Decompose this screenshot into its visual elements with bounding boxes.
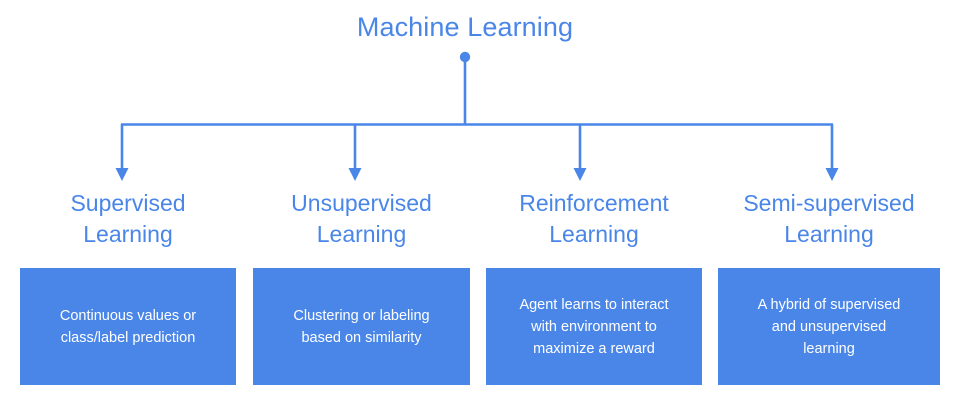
branch-heading-semi-supervised: Semi-supervised Learning xyxy=(708,188,950,250)
branch-1-arrowhead xyxy=(115,168,129,181)
branch-4-arrowhead xyxy=(825,168,839,181)
description-line-2: with environment to xyxy=(531,318,657,335)
description-line-2: and unsupervised xyxy=(771,318,887,335)
description-box-supervised: Continuous values or class/label predict… xyxy=(20,268,236,385)
description-box-unsupervised: Clustering or labeling based on similari… xyxy=(253,268,470,385)
root-node-dot xyxy=(459,51,471,63)
branch-heading-supervised: Supervised Learning xyxy=(14,188,242,250)
branch-2-arrowhead xyxy=(348,168,362,181)
description-line-2: based on similarity xyxy=(301,329,422,346)
branch-heading-line-2: Learning xyxy=(83,221,173,247)
description-line-1: Clustering or labeling xyxy=(293,307,430,324)
description-line-3: maximize a reward xyxy=(533,340,655,357)
branch-heading-line-2: Learning xyxy=(784,221,874,247)
branch-heading-line-2: Learning xyxy=(549,221,639,247)
branch-heading-line-1: Semi-supervised xyxy=(743,190,915,216)
description-line-3: learning xyxy=(803,340,855,357)
description-line-1: Agent learns to interact xyxy=(519,296,669,313)
description-line-1: Continuous values or xyxy=(59,307,197,324)
root-node-label: Machine Learning xyxy=(356,12,574,42)
branch-heading-line-1: Reinforcement xyxy=(519,190,669,216)
description-box-semi-supervised: A hybrid of supervised and unsupervised … xyxy=(718,268,940,385)
branch-heading-reinforcement: Reinforcement Learning xyxy=(480,188,708,250)
branch-heading-line-1: Supervised xyxy=(70,190,186,216)
description-line-1: A hybrid of supervised xyxy=(757,296,901,313)
description-box-reinforcement: Agent learns to interact with environmen… xyxy=(486,268,702,385)
branch-3-arrowhead xyxy=(573,168,587,181)
description-line-2: class/label prediction xyxy=(60,329,196,346)
branch-heading-line-2: Learning xyxy=(316,221,407,247)
branch-heading-unsupervised: Unsupervised Learning xyxy=(247,188,476,250)
branch-heading-line-1: Unsupervised xyxy=(291,190,432,216)
